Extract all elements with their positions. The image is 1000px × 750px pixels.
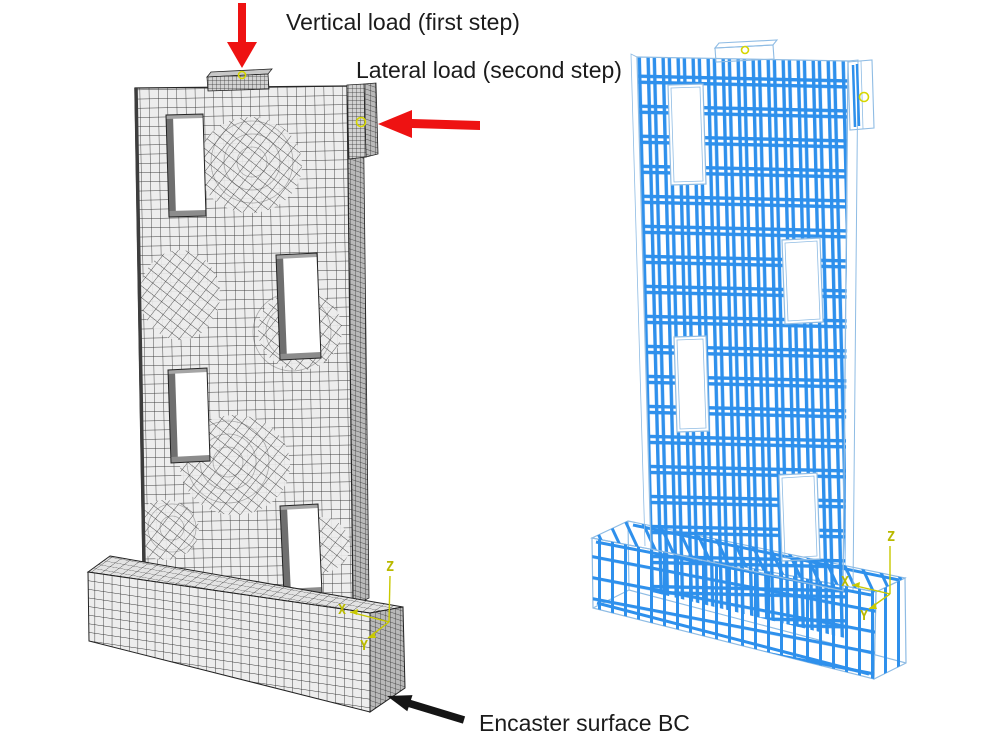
base-beam: [86, 555, 406, 713]
lateral-node-marker: [355, 116, 367, 128]
axis-x-label-right: X: [841, 575, 849, 590]
encaster-arrow: [387, 695, 466, 724]
axis-triad-right: [851, 546, 891, 610]
encaster-label: Encaster surface BC: [479, 710, 690, 736]
lateral-load-label: Lateral load (second step): [356, 57, 622, 83]
window-opening: [279, 503, 323, 596]
load-node-marker-right: [740, 45, 750, 55]
load-node-marker: [237, 70, 247, 80]
axis-x-label-left: X: [338, 603, 346, 618]
solid-mesh-model: Z X Y: [86, 68, 406, 713]
window-opening: [275, 252, 322, 361]
axis-z-label-right: Z: [887, 530, 895, 545]
cap-block-outline: [713, 39, 779, 63]
lateral-block-outline: [847, 59, 875, 131]
axis-y-label-left: Y: [360, 639, 368, 654]
window-opening: [167, 367, 211, 464]
wall-outline: [630, 53, 859, 592]
rebar-wireframe-model: Z X Y: [590, 39, 907, 680]
lateral-load-arrow: [378, 110, 480, 138]
axis-y-label-right: Y: [860, 609, 868, 624]
window-outlines: [667, 83, 824, 562]
lateral-load-block: [346, 82, 379, 160]
lateral-node-marker-right: [858, 91, 870, 103]
axis-z-label-left: Z: [386, 560, 394, 575]
wall-left-edge: [134, 87, 146, 565]
wall-rebar: [637, 57, 848, 638]
window-opening: [165, 113, 207, 218]
vertical-load-arrow: [227, 3, 257, 68]
axis-triad-left: [349, 575, 391, 639]
vertical-load-label: Vertical load (first step): [286, 9, 520, 35]
